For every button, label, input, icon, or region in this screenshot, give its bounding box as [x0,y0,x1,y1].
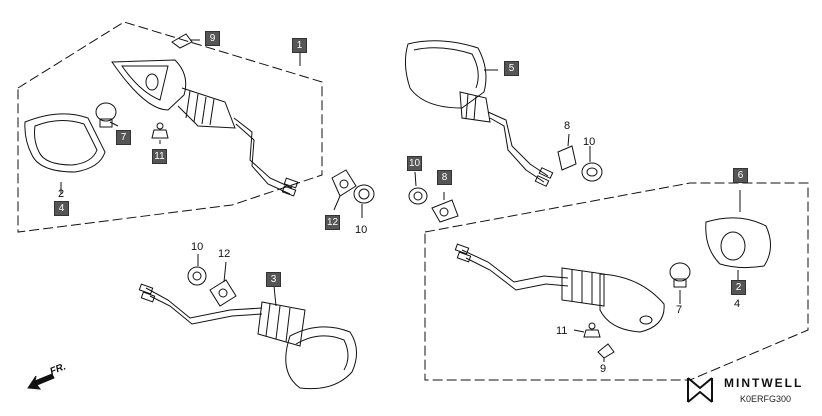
callout-box-6: 6 [733,168,748,183]
callout-box-8: 8 [437,170,452,185]
group-frame-rear-right [424,182,809,381]
winker-wire-rear-left [487,111,549,177]
callout-box-10: 10 [407,156,422,171]
winker-bulb-socket [145,73,159,91]
winker-wire-front-right [145,287,263,319]
winker-body-rear-right [705,217,771,269]
callout-box-5: 5 [504,61,519,76]
callout-label-8: 8 [564,120,571,132]
grommet-front-right [187,266,207,286]
diagram-code: K0ERFG300 [740,394,792,404]
plate-front-right [209,279,237,307]
winker-body-front-right [285,326,357,390]
callout-label-10: 10 [583,136,596,148]
brand-watermark: MINTWELL [724,376,804,390]
winker-stem-rear-left [459,91,491,123]
callout-label-11: 11 [556,325,568,337]
callout-box-7: 7 [116,130,131,145]
callout-label-10: 10 [191,241,204,253]
winker-stem-front-right [257,301,306,347]
winker-wire-front-left [233,117,293,189]
callout-label-9: 9 [600,363,607,375]
winker-stem [177,87,236,129]
winker-lens-opening [121,65,169,101]
clip-rear-right [583,329,601,338]
callout-box-11: 11 [152,149,167,164]
callout-label-4: 4 [734,298,741,310]
mintwell-logo-icon [687,377,713,403]
callout-label-7: 7 [676,304,683,316]
callout-label-2: 2 [58,188,65,200]
front-direction-arrow [27,373,55,390]
callout-box-1: 1 [292,38,307,53]
plate-rear-right [431,199,459,223]
grommet-rear-left [581,162,603,182]
plate-front-left [331,169,357,197]
callout-box-12: 12 [325,215,340,230]
winker-wire-rear-right [461,249,569,283]
grommet-front-left [353,184,375,204]
winker-stem-rear-right [561,267,605,307]
winker-lens-rear-right [599,273,665,333]
group-frame-front-left [17,21,323,233]
winker-body-front-left [111,59,187,111]
screw-front-left [171,33,193,49]
callout-box-4: 4 [54,201,69,216]
callout-label-10: 10 [355,224,368,236]
screw-rear-right [597,343,615,359]
lens-front-left [24,113,106,173]
callout-label-12: 12 [218,248,231,260]
plate-rear-left [557,145,577,171]
callout-box-9: 9 [205,31,220,46]
clip-front-left [151,129,169,139]
bulb-rear-right [669,262,691,282]
grommet-rear-right [408,187,428,205]
callout-box-2: 2 [731,280,746,295]
bulb-front-left [95,102,117,122]
callout-box-3: 3 [266,272,281,287]
winker-body-rear-left [404,40,487,109]
